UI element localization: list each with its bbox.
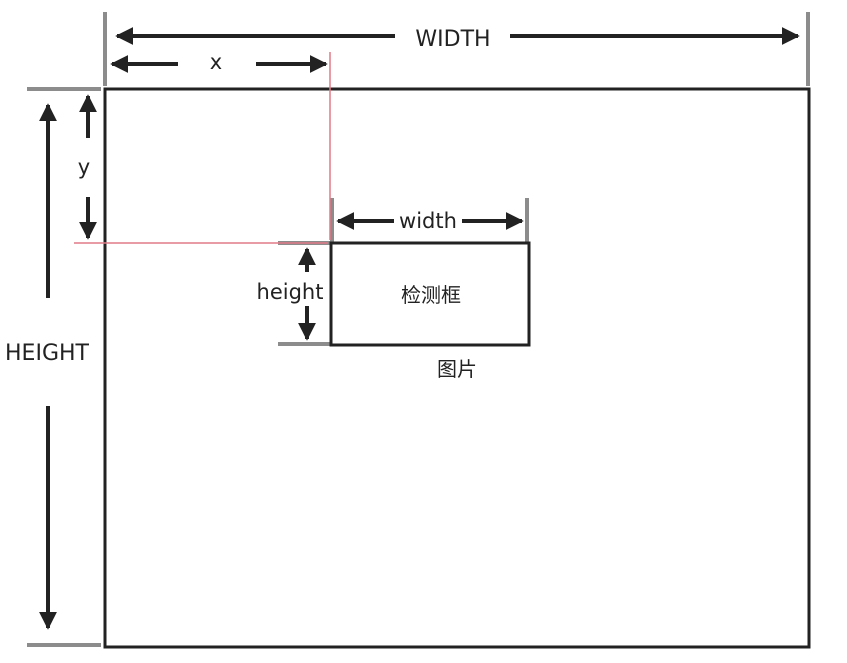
dimension-arrows [39, 27, 800, 630]
y-offset-label: y [78, 155, 90, 179]
image-width-label: WIDTH [415, 27, 490, 52]
detection-box-label: 检测框 [401, 283, 461, 307]
extension-lines [27, 12, 810, 647]
box-width-label: width [399, 209, 457, 233]
box-height-label: height [257, 280, 324, 304]
image-label: 图片 [437, 357, 477, 381]
image-frame [103, 87, 811, 649]
offset-guides [74, 52, 331, 244]
x-offset-label: x [210, 50, 222, 74]
image-height-label: HEIGHT [5, 341, 90, 366]
detection-box [329, 241, 531, 347]
